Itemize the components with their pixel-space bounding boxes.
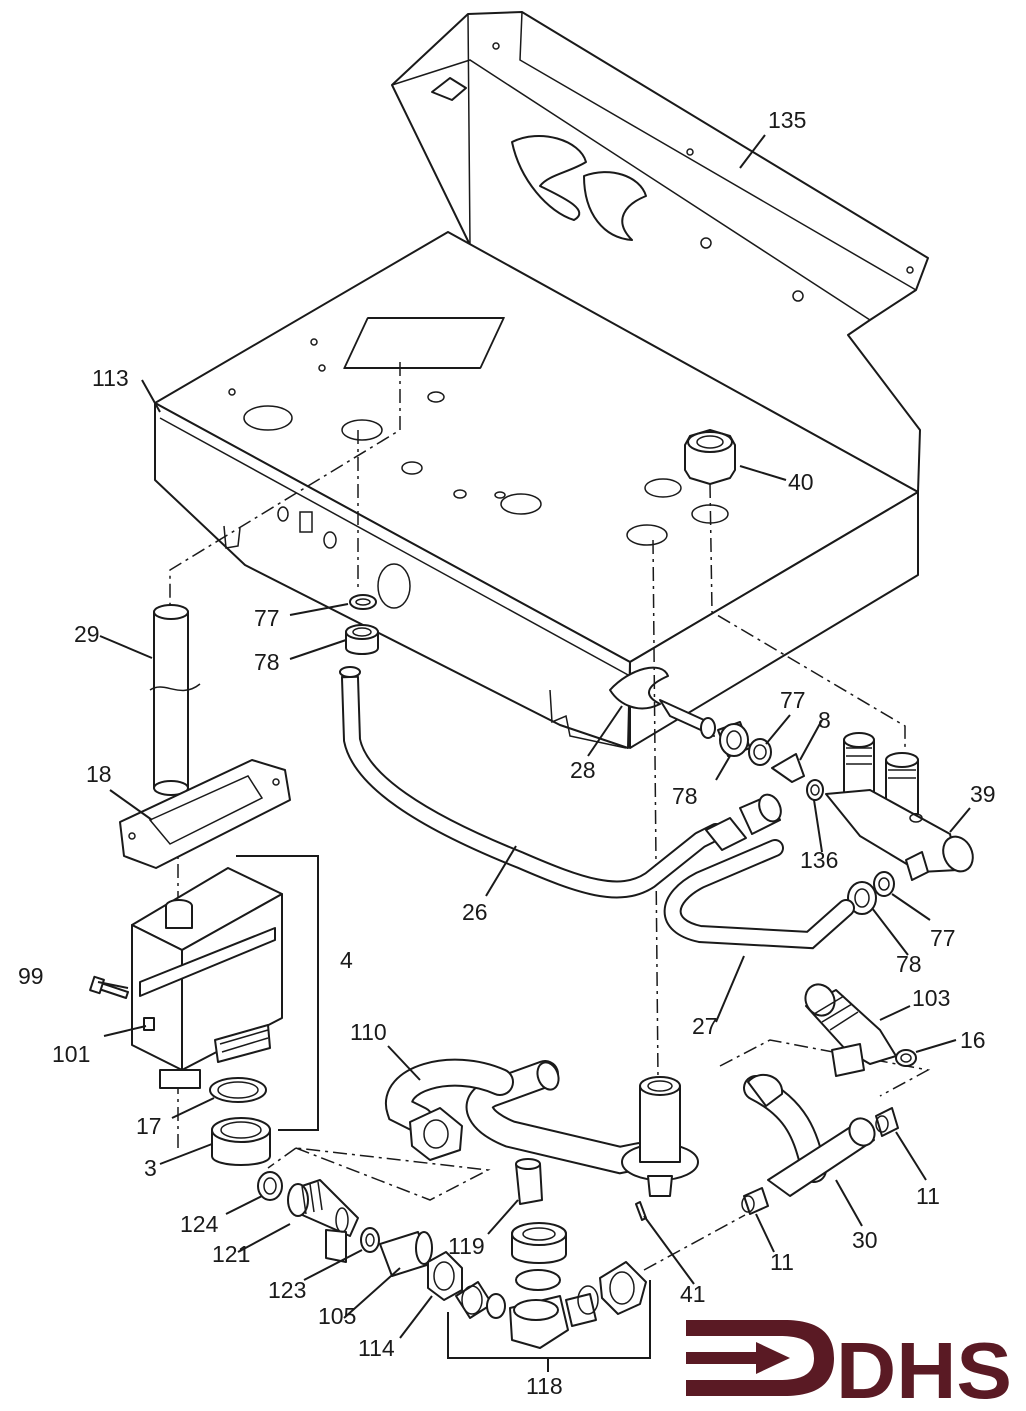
label-99: 99 xyxy=(18,963,44,989)
dhs-logo: DHS xyxy=(686,1320,1012,1411)
label-114: 114 xyxy=(358,1335,395,1361)
pipe-27 xyxy=(663,839,855,950)
flue-pipe-29 xyxy=(149,604,201,796)
label-30: 30 xyxy=(852,1227,878,1253)
label-77-c: 77 xyxy=(930,925,956,951)
label-29: 29 xyxy=(74,621,100,647)
label-41: 41 xyxy=(680,1281,706,1307)
label-11-b: 11 xyxy=(770,1249,794,1275)
valve-manifold-39 xyxy=(825,732,974,881)
label-28: 28 xyxy=(570,757,596,783)
label-27: 27 xyxy=(692,1013,718,1039)
washer-124 xyxy=(257,1171,283,1201)
filter-8 xyxy=(771,753,805,783)
pipe-30 xyxy=(743,1073,876,1197)
chassis-tray-113 xyxy=(154,231,919,749)
nut-78-lower-right xyxy=(847,881,877,915)
seal-ring-17 xyxy=(209,1077,267,1103)
pipe-105 xyxy=(379,1231,433,1277)
cap-11-left xyxy=(741,1187,769,1215)
label-8: 8 xyxy=(818,707,831,733)
washer-77-lower-right xyxy=(873,871,895,897)
label-40: 40 xyxy=(788,469,814,495)
fitting-stub-28 xyxy=(659,699,716,739)
label-119: 119 xyxy=(448,1233,485,1259)
nut-114 xyxy=(427,1251,463,1301)
label-136: 136 xyxy=(800,847,838,873)
label-110: 110 xyxy=(350,1019,387,1045)
label-103: 103 xyxy=(912,985,950,1011)
clip-16 xyxy=(895,1049,917,1067)
label-121: 121 xyxy=(212,1241,250,1267)
nut-78-top xyxy=(345,624,379,655)
cap-11-right xyxy=(875,1107,899,1137)
condensate-unit-4 xyxy=(131,855,319,1131)
washer-77-top xyxy=(349,594,377,610)
label-78-b: 78 xyxy=(672,783,698,809)
tee-121 xyxy=(287,1179,359,1263)
dhs-logo-arrow xyxy=(756,1342,790,1374)
label-3: 3 xyxy=(144,1155,157,1181)
pipe-26 xyxy=(339,666,782,899)
label-113: 113 xyxy=(92,365,129,391)
washer-77-right xyxy=(748,738,772,766)
label-135: 135 xyxy=(768,107,806,133)
label-101: 101 xyxy=(52,1041,90,1067)
wall-bracket-135 xyxy=(391,11,929,493)
fitting-119 xyxy=(511,1158,567,1291)
label-77-a: 77 xyxy=(254,605,280,631)
gasket-plate-18 xyxy=(119,759,291,869)
part-number-labels: 135 113 40 77 78 29 18 28 77 8 78 39 136… xyxy=(18,107,996,1399)
washer-123 xyxy=(360,1227,380,1253)
label-16: 16 xyxy=(960,1027,986,1053)
hex-nut-40 xyxy=(684,429,736,485)
label-124: 124 xyxy=(180,1211,219,1237)
elbow-assembly-118 xyxy=(447,1261,651,1359)
label-78-a: 78 xyxy=(254,649,280,675)
label-18: 18 xyxy=(86,761,112,787)
label-77-b: 77 xyxy=(780,687,806,713)
label-78-c: 78 xyxy=(896,951,922,977)
union-nut-3 xyxy=(211,1117,271,1166)
leader-lines xyxy=(97,134,971,1372)
nut-78-right xyxy=(717,721,751,757)
label-26: 26 xyxy=(462,899,488,925)
relief-valve-103 xyxy=(804,983,897,1077)
label-118: 118 xyxy=(526,1373,563,1399)
spigot-flange-41 xyxy=(621,1076,699,1221)
label-17: 17 xyxy=(136,1113,162,1139)
label-4: 4 xyxy=(340,947,353,973)
label-11-a: 11 xyxy=(916,1183,940,1209)
washer-136 xyxy=(806,779,824,801)
label-123: 123 xyxy=(268,1277,306,1303)
label-39: 39 xyxy=(970,781,996,807)
screw-99 xyxy=(89,975,129,999)
dhs-logo-text: DHS xyxy=(836,1326,1012,1411)
label-105: 105 xyxy=(318,1303,356,1329)
pipe-110 xyxy=(385,1058,654,1175)
